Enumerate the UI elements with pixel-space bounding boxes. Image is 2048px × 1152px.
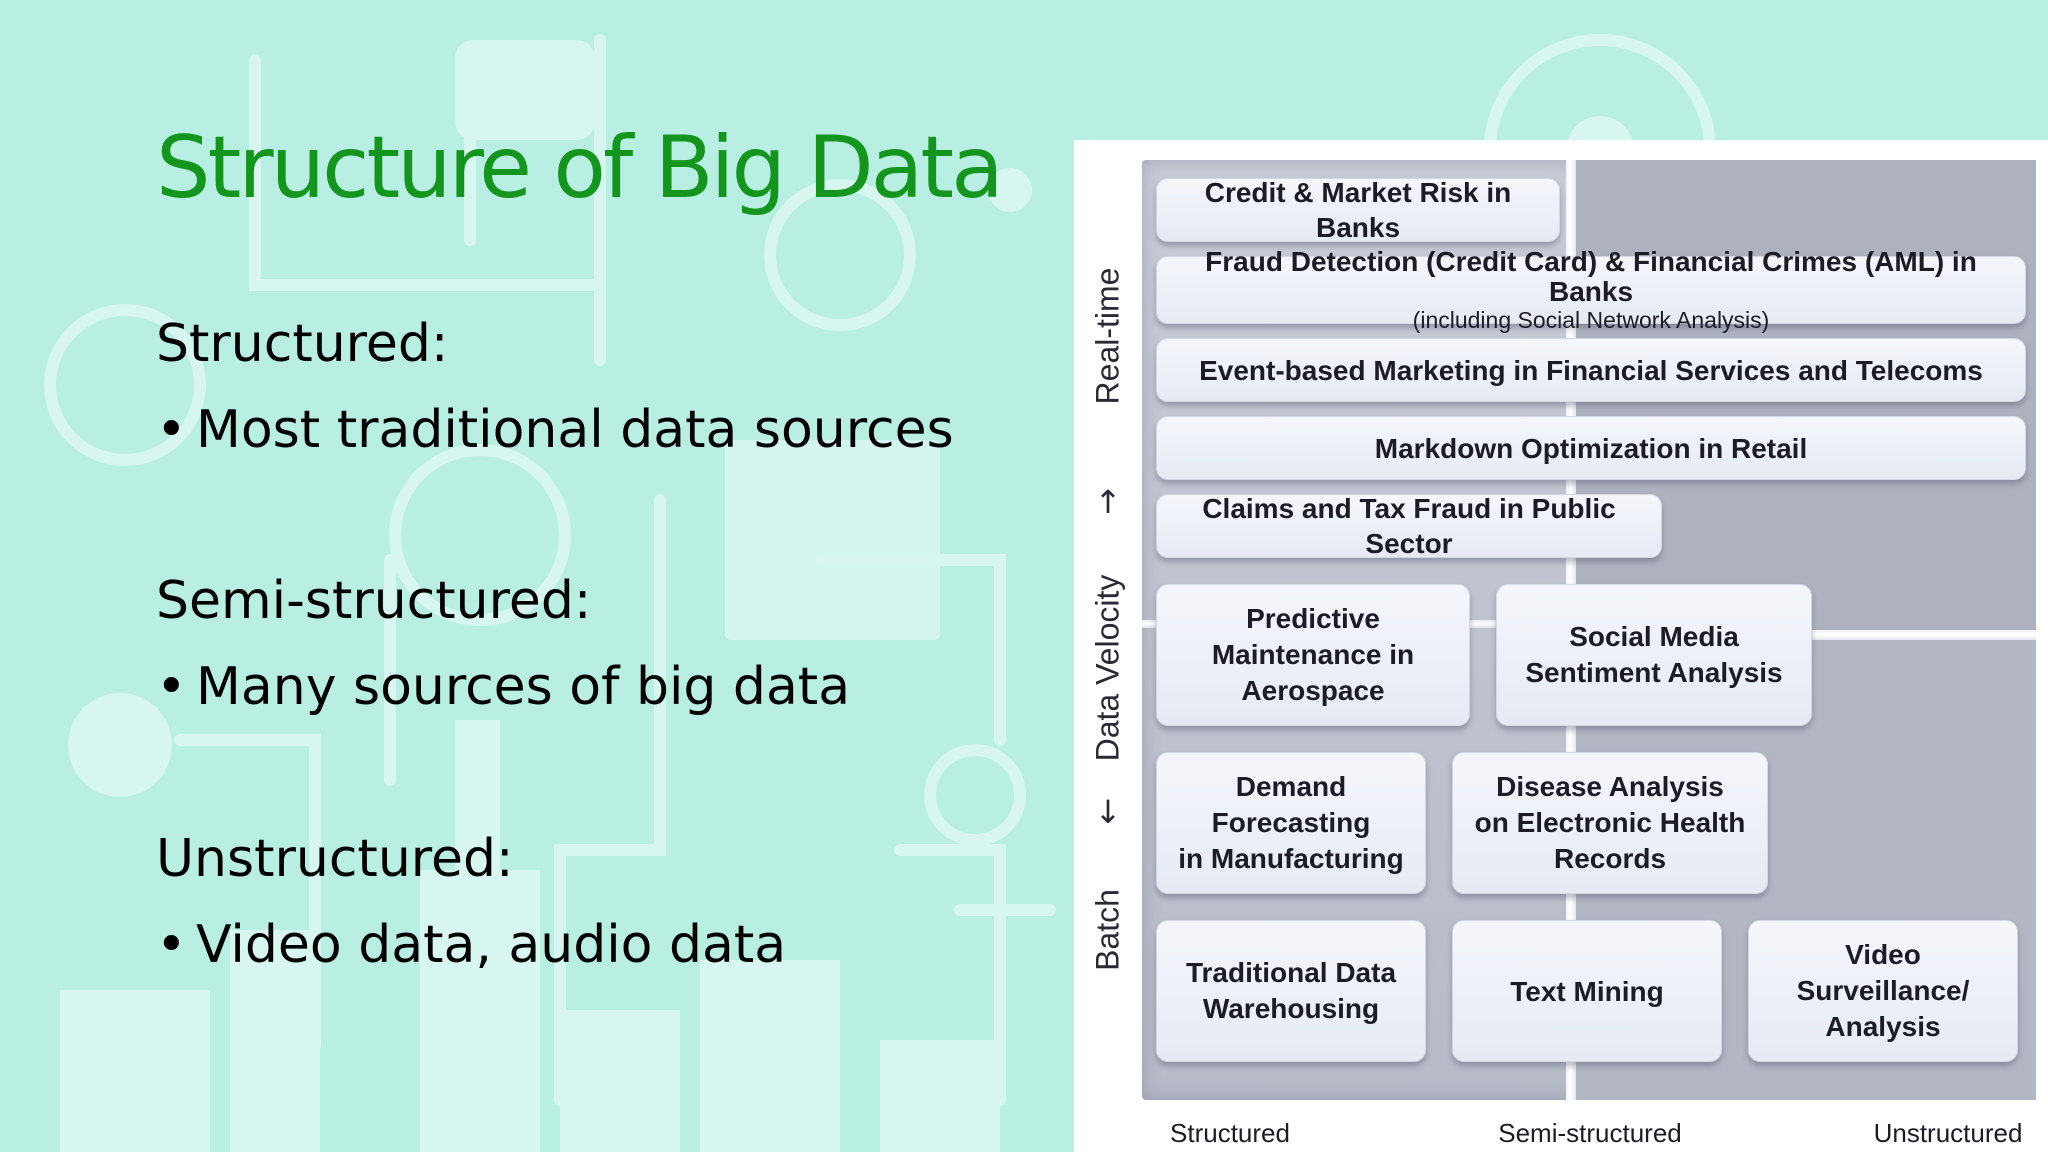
unstructured-heading: Unstructured: <box>156 829 514 889</box>
structured-bullet: •Most traditional data sources <box>156 400 954 460</box>
box-disease-analysis: Disease Analysis on Electronic Health Re… <box>1452 752 1768 894</box>
structured-heading: Structured: <box>156 314 449 374</box>
arrow-down-icon: ↓ <box>1094 793 1122 831</box>
y-axis-bottom-label: Batch <box>1089 889 1126 971</box>
box-video-surveillance: Video Surveillance/ Analysis <box>1748 920 2018 1062</box>
box-fraud-detection: Fraud Detection (Credit Card) & Financia… <box>1156 247 2026 333</box>
box-credit-market-risk: Credit & Market Risk in Banks <box>1156 177 1560 243</box>
arrow-up-icon: ↑ <box>1094 483 1122 521</box>
box-demand-forecasting: Demand Forecasting in Manufacturing <box>1156 752 1426 894</box>
y-axis: Real-time ↑ Data Velocity ↓ Batch <box>1074 140 1142 1100</box>
y-axis-top-label: Real-time <box>1089 267 1126 405</box>
box-markdown-optimization: Markdown Optimization in Retail <box>1156 416 2026 480</box>
y-axis-title: Data Velocity <box>1089 574 1126 762</box>
box-traditional-data-warehousing: Traditional Data Warehousing <box>1156 920 1426 1062</box>
box-predictive-maintenance: Predictive Maintenance in Aerospace <box>1156 584 1470 726</box>
big-data-chart: Real-time ↑ Data Velocity ↓ Batch Credit… <box>1074 140 2048 1152</box>
box-event-marketing: Event-based Marketing in Financial Servi… <box>1156 338 2026 402</box>
semi-structured-heading: Semi-structured: <box>156 571 592 631</box>
x-axis-label-unstructured: Unstructured <box>1873 1118 2023 1148</box>
box-social-media-sentiment: Social Media Sentiment Analysis <box>1496 584 1812 726</box>
chart-grid: Credit & Market Risk in Banks Fraud Dete… <box>1142 160 2036 1100</box>
x-axis-label-semi-structured: Semi-structured <box>1498 1118 1682 1148</box>
semi-structured-bullet: •Many sources of big data <box>156 657 851 717</box>
unstructured-bullet: •Video data, audio data <box>156 915 787 975</box>
box-text-mining: Text Mining <box>1452 920 1722 1062</box>
x-axis-label-structured: Structured <box>1170 1118 1290 1148</box>
slide-title: Structure of Big Data <box>156 118 1004 218</box>
box-claims-tax-fraud: Claims and Tax Fraud in Public Sector <box>1156 493 1662 559</box>
